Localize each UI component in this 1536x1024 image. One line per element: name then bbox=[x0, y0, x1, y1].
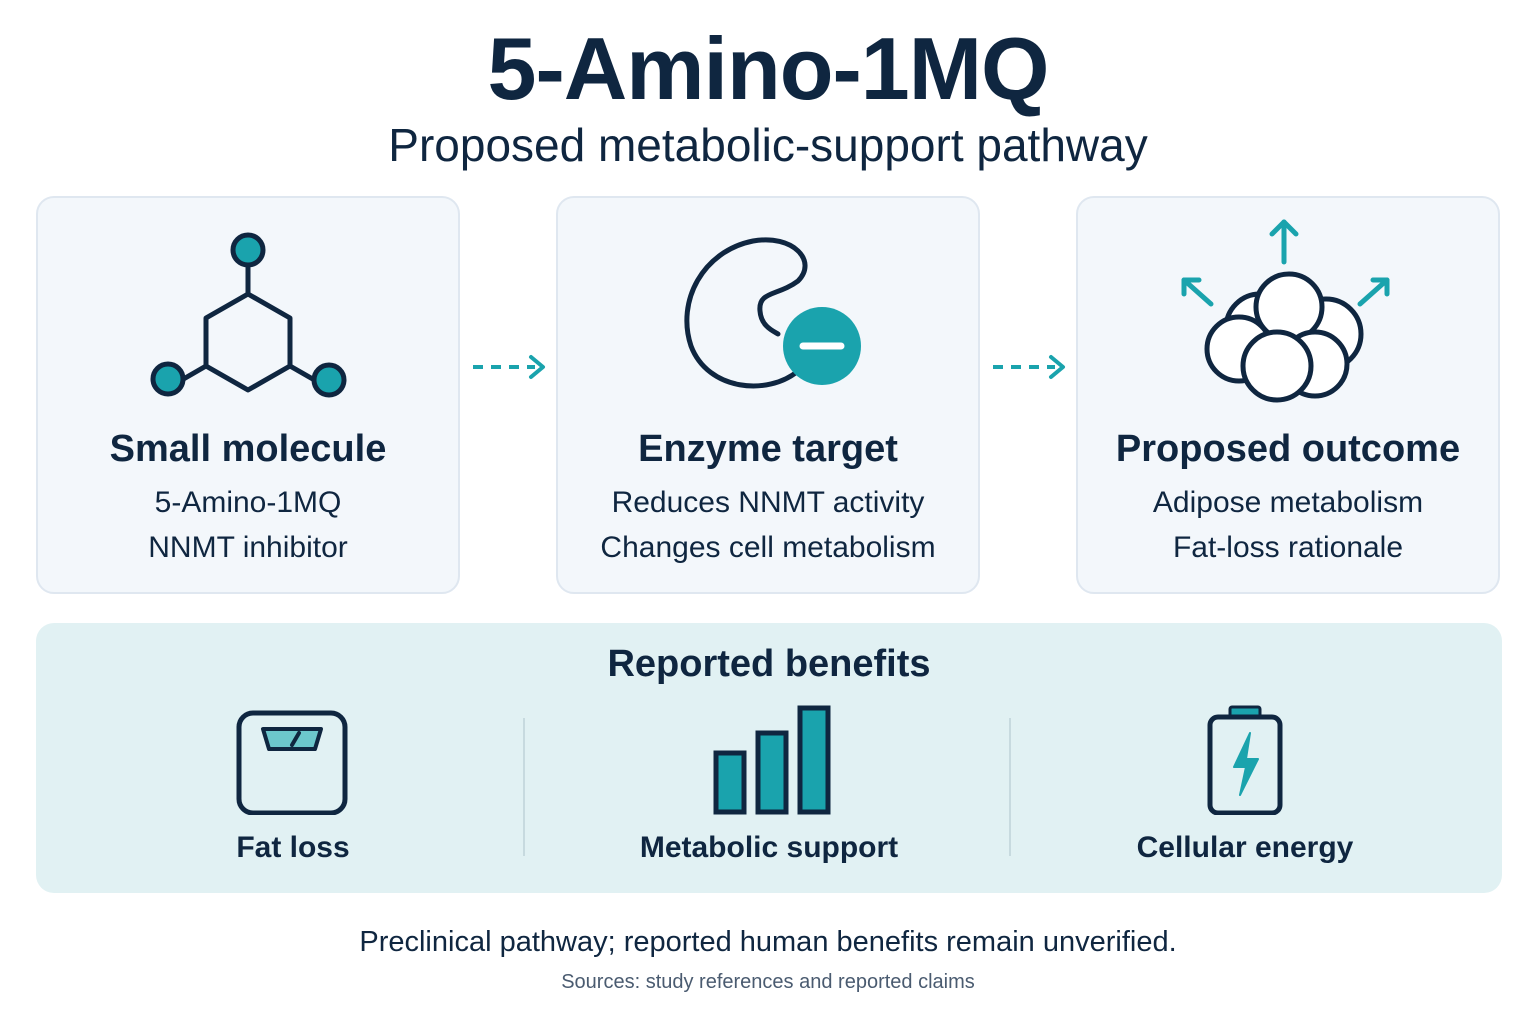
pathway-card-small-molecule: Small molecule 5-Amino-1MQ NNMT inhibito… bbox=[36, 196, 460, 594]
benefit-cellular-energy: Cellular energy bbox=[1045, 705, 1445, 885]
card-line: Adipose metabolism bbox=[1152, 486, 1424, 519]
benefit-fat-loss: Fat loss bbox=[93, 705, 493, 885]
fat-cells-icon bbox=[1078, 216, 1498, 426]
pathway-card-proposed-outcome: Proposed outcome Adipose metabolism Fat-… bbox=[1076, 196, 1500, 594]
benefit-label: Cellular energy bbox=[1136, 831, 1354, 864]
page-subtitle: Proposed metabolic-support pathway bbox=[388, 119, 1148, 171]
enzyme-inhibition-icon bbox=[558, 216, 978, 426]
card-line: Changes cell metabolism bbox=[600, 531, 936, 564]
card-title: Enzyme target bbox=[638, 428, 898, 470]
page-title: 5-Amino-1MQ bbox=[487, 19, 1050, 118]
battery-bolt-icon bbox=[1045, 705, 1445, 815]
benefit-label: Fat loss bbox=[236, 831, 350, 864]
footnote: Preclinical pathway; reported human bene… bbox=[359, 926, 1177, 958]
benefit-label: Metabolic support bbox=[639, 831, 899, 864]
benefits-panel: Reported benefits Fat loss Metabolic sup… bbox=[36, 623, 1502, 893]
pathway-card-enzyme-target: Enzyme target Reduces NNMT activity Chan… bbox=[556, 196, 980, 594]
card-line: 5-Amino-1MQ bbox=[154, 486, 342, 519]
scale-icon bbox=[93, 705, 493, 815]
card-line: NNMT inhibitor bbox=[148, 531, 348, 564]
bar-chart-icon bbox=[569, 705, 969, 815]
divider bbox=[523, 718, 525, 856]
card-line: Reduces NNMT activity bbox=[611, 486, 925, 519]
divider bbox=[1009, 718, 1011, 856]
card-line: Fat-loss rationale bbox=[1172, 531, 1404, 564]
molecule-icon bbox=[38, 216, 458, 426]
dashed-arrow-icon bbox=[471, 352, 551, 387]
sources-note: Sources: study references and reported c… bbox=[561, 971, 975, 993]
card-title: Proposed outcome bbox=[1115, 428, 1461, 470]
dashed-arrow-icon bbox=[991, 352, 1071, 387]
benefits-title: Reported benefits bbox=[607, 643, 931, 685]
card-title: Small molecule bbox=[109, 428, 387, 470]
benefit-metabolic-support: Metabolic support bbox=[569, 705, 969, 885]
